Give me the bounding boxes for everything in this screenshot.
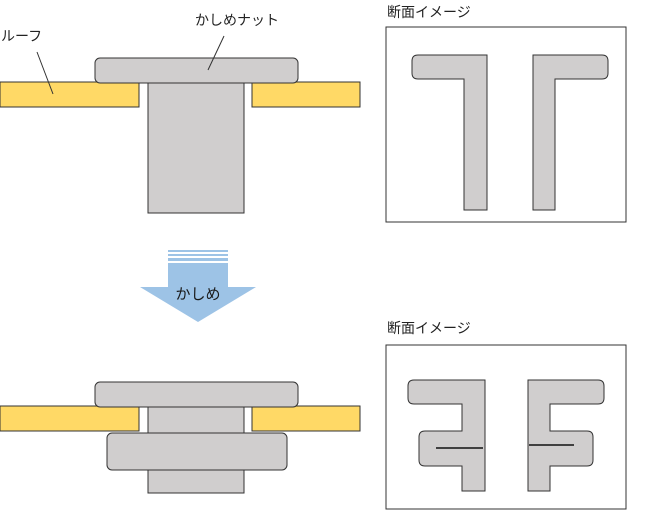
roof-label: ルーフ bbox=[1, 29, 42, 45]
caulking-arrow: かしめ bbox=[140, 250, 256, 322]
arrow-stripe bbox=[168, 254, 228, 256]
arrow-stripe bbox=[168, 250, 228, 252]
roof-left-panel-after bbox=[0, 405, 140, 432]
section-before-left-profile bbox=[411, 54, 488, 211]
section-after-right-profile bbox=[527, 379, 605, 492]
roof-right-panel bbox=[251, 81, 361, 108]
section-before-right-profile bbox=[532, 54, 609, 211]
nut-body bbox=[147, 81, 245, 214]
after-assembly bbox=[0, 381, 361, 494]
arrow-shape bbox=[140, 263, 256, 322]
roof-left-panel bbox=[0, 81, 140, 108]
section-after-left-profile bbox=[407, 379, 486, 492]
section-before-title: 断面イメージ bbox=[387, 5, 471, 21]
nut-bulge bbox=[106, 432, 288, 471]
section-after-title: 断面イメージ bbox=[387, 321, 471, 337]
before-assembly bbox=[0, 57, 361, 214]
nut-flange-after bbox=[94, 381, 299, 408]
section-after-frame bbox=[385, 344, 627, 510]
roof-leader-line bbox=[36, 51, 54, 95]
arrow-stripe bbox=[168, 258, 228, 261]
arrow-label: かしめ bbox=[175, 285, 220, 303]
nut-leader-line bbox=[207, 35, 225, 71]
nut-flange bbox=[94, 57, 299, 84]
nut-label: かしめナット bbox=[195, 13, 279, 29]
roof-right-panel-after bbox=[251, 405, 361, 432]
